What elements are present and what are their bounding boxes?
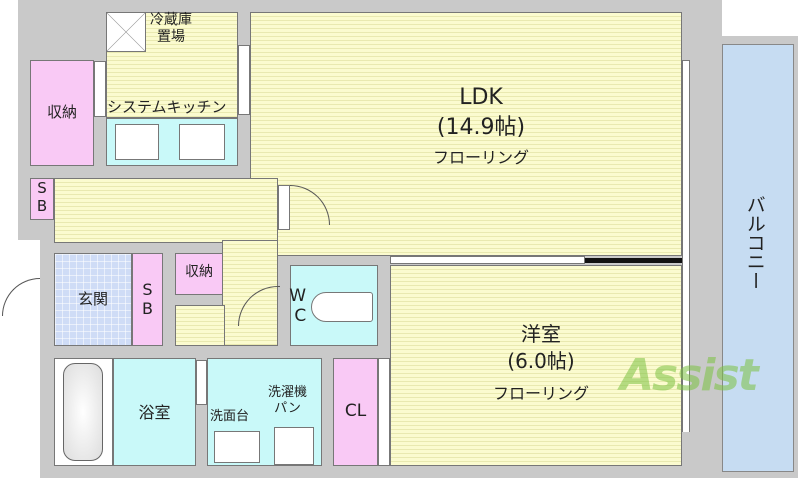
- sliding-partition[interactable]: [390, 256, 585, 264]
- wall-corner: [18, 0, 106, 60]
- kitchen-opening: [238, 45, 250, 115]
- bath-door[interactable]: [196, 360, 207, 405]
- kitchen-counter: [106, 118, 238, 166]
- ldk-door[interactable]: [278, 185, 290, 230]
- wc-label: W C: [289, 286, 307, 327]
- wc-room: W C: [289, 265, 378, 346]
- balcony-window[interactable]: [682, 60, 690, 465]
- closet-door[interactable]: [378, 358, 390, 466]
- storage-1-label: 収納: [46, 103, 77, 121]
- western-floor-label: フローリング: [492, 384, 589, 403]
- hallway-nook: [175, 305, 225, 346]
- closet-label: CL: [344, 401, 367, 421]
- outside-lower-left: [18, 240, 40, 478]
- fridge-label: 冷蔵庫置場: [150, 12, 192, 45]
- washroom: 洗面台 洗濯機パン: [207, 358, 322, 466]
- stove-icon: [115, 124, 159, 160]
- tub-basin: [63, 363, 103, 461]
- western-label: 洋室(6.0帖): [507, 322, 575, 373]
- storage-room-2: 収納: [175, 253, 223, 295]
- washer-label: 洗濯機パン: [268, 385, 308, 416]
- fridge-space: [106, 12, 146, 52]
- balcony-label: バルコニー: [743, 195, 766, 290]
- hallway: [54, 178, 278, 243]
- washer-pan-icon: [274, 427, 314, 465]
- closet: CL: [333, 358, 378, 466]
- kitchen-label: システムキッチン: [107, 98, 227, 116]
- wall-left: [18, 0, 30, 240]
- washbasin-icon: [214, 431, 260, 463]
- entrance: 玄関: [54, 253, 132, 346]
- storage-door[interactable]: [94, 61, 106, 117]
- partition-wall: [585, 258, 682, 263]
- storage-2-label: 収納: [185, 264, 213, 280]
- ldk-label: LDK(14.9帖): [436, 85, 526, 140]
- bathtub-icon: [54, 358, 113, 466]
- bath-label: 浴室: [138, 403, 171, 422]
- bathroom: 浴室: [113, 358, 196, 466]
- wall-left-lower: [40, 240, 54, 478]
- balcony: バルコニー: [722, 44, 794, 472]
- assist-logo: Assist: [620, 350, 759, 401]
- toilet-icon: [311, 292, 373, 322]
- storage-room-1: 収納: [30, 60, 94, 166]
- washbasin-label: 洗面台: [210, 409, 250, 424]
- entrance-label: 玄関: [77, 290, 108, 308]
- western-room: 洋室(6.0帖) フローリング: [390, 265, 682, 466]
- sink-icon: [179, 124, 225, 160]
- ldk-floor-label: フローリング: [432, 148, 529, 167]
